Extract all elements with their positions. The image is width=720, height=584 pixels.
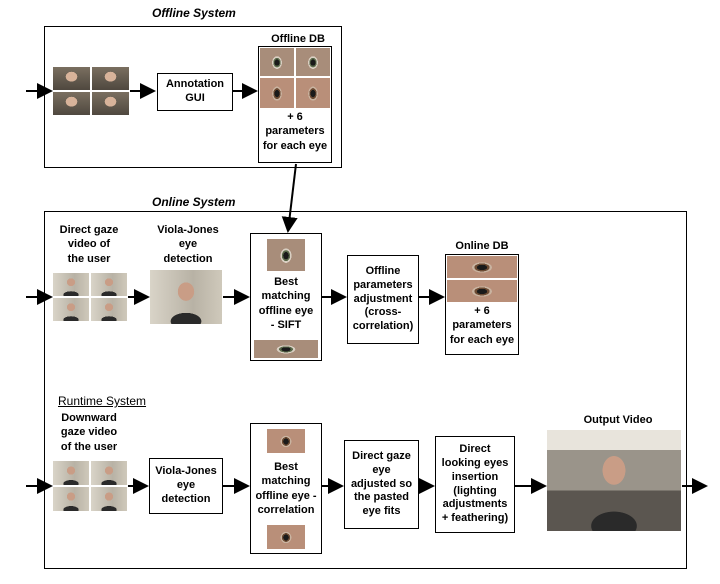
video-frame-thumbnail [91,487,127,511]
annotation-gui-box: Annotation GUI [157,73,233,111]
offline-db-box: + 6 parameters for each eye [258,46,332,163]
output-video-image [547,430,681,531]
video-frame-thumbnail [53,67,90,90]
video-frame-thumbnail [91,461,127,485]
viola-jones-label: Viola-Jones eye detection [157,224,219,265]
direct-gaze-thumbnails [53,273,127,321]
online-db-title: Online DB [455,240,509,252]
eye-thumbnail [267,525,305,549]
offline-db-params: + 6 parameters for each eye [262,111,328,152]
viola-jones-runtime-box: Viola-Jones eye detection [149,458,223,514]
best-match-correlation-box: Best matching offline eye - correlation [250,423,322,554]
video-frame-thumbnail [53,461,89,485]
eye-pair-thumbnail [447,256,517,278]
output-video-title: Output Video [583,414,653,426]
face-detection-image [150,270,222,324]
eye-thumbnail [267,429,305,453]
online-system-title: Online System [152,195,236,209]
eye-thumbnail [260,78,294,108]
video-frame-thumbnail [53,298,89,321]
video-frame-thumbnail [53,487,89,511]
online-db-box: + 6 parameters for each eye [445,254,519,355]
eye-thumbnail [296,78,330,108]
best-match-sift-text: Best matching offline eye - SIFT [258,276,314,331]
eyes-insertion-box: Direct looking eyes insertion (lighting … [435,436,515,533]
online-system-frame [44,211,687,569]
downward-gaze-video-label: Downward gaze video of the user [60,412,118,453]
arrow [281,163,298,233]
eye-thumbnail [260,48,294,76]
offline-db-title: Offline DB [271,33,325,45]
eye-thumbnail [296,48,330,76]
offline-params-adjust-box: Offline parameters adjustment (cross- co… [347,255,419,344]
video-frame-thumbnail [92,67,129,90]
offline-system-title: Offline System [152,6,236,20]
eye-thumbnail [267,239,305,271]
video-frame-thumbnail [53,273,89,296]
video-frame-thumbnail [53,92,90,115]
direct-gaze-video-label: Direct gaze video of the user [59,224,119,265]
online-db-params: + 6 parameters for each eye [449,305,515,346]
offline-video-thumbnails [53,67,129,115]
best-match-correlation-text: Best matching offline eye - correlation [255,461,317,516]
video-frame-thumbnail [91,298,127,321]
runtime-system-title: Runtime System [58,394,147,408]
video-frame-thumbnail [91,273,127,296]
eye-pair-thumbnail [447,280,517,302]
downward-gaze-thumbnails [53,461,127,511]
eye-pair-thumbnail [254,340,318,358]
best-match-sift-box: Best matching offline eye - SIFT [250,233,322,361]
video-frame-thumbnail [92,92,129,115]
direct-gaze-adjust-box: Direct gaze eye adjusted so the pasted e… [344,440,419,529]
